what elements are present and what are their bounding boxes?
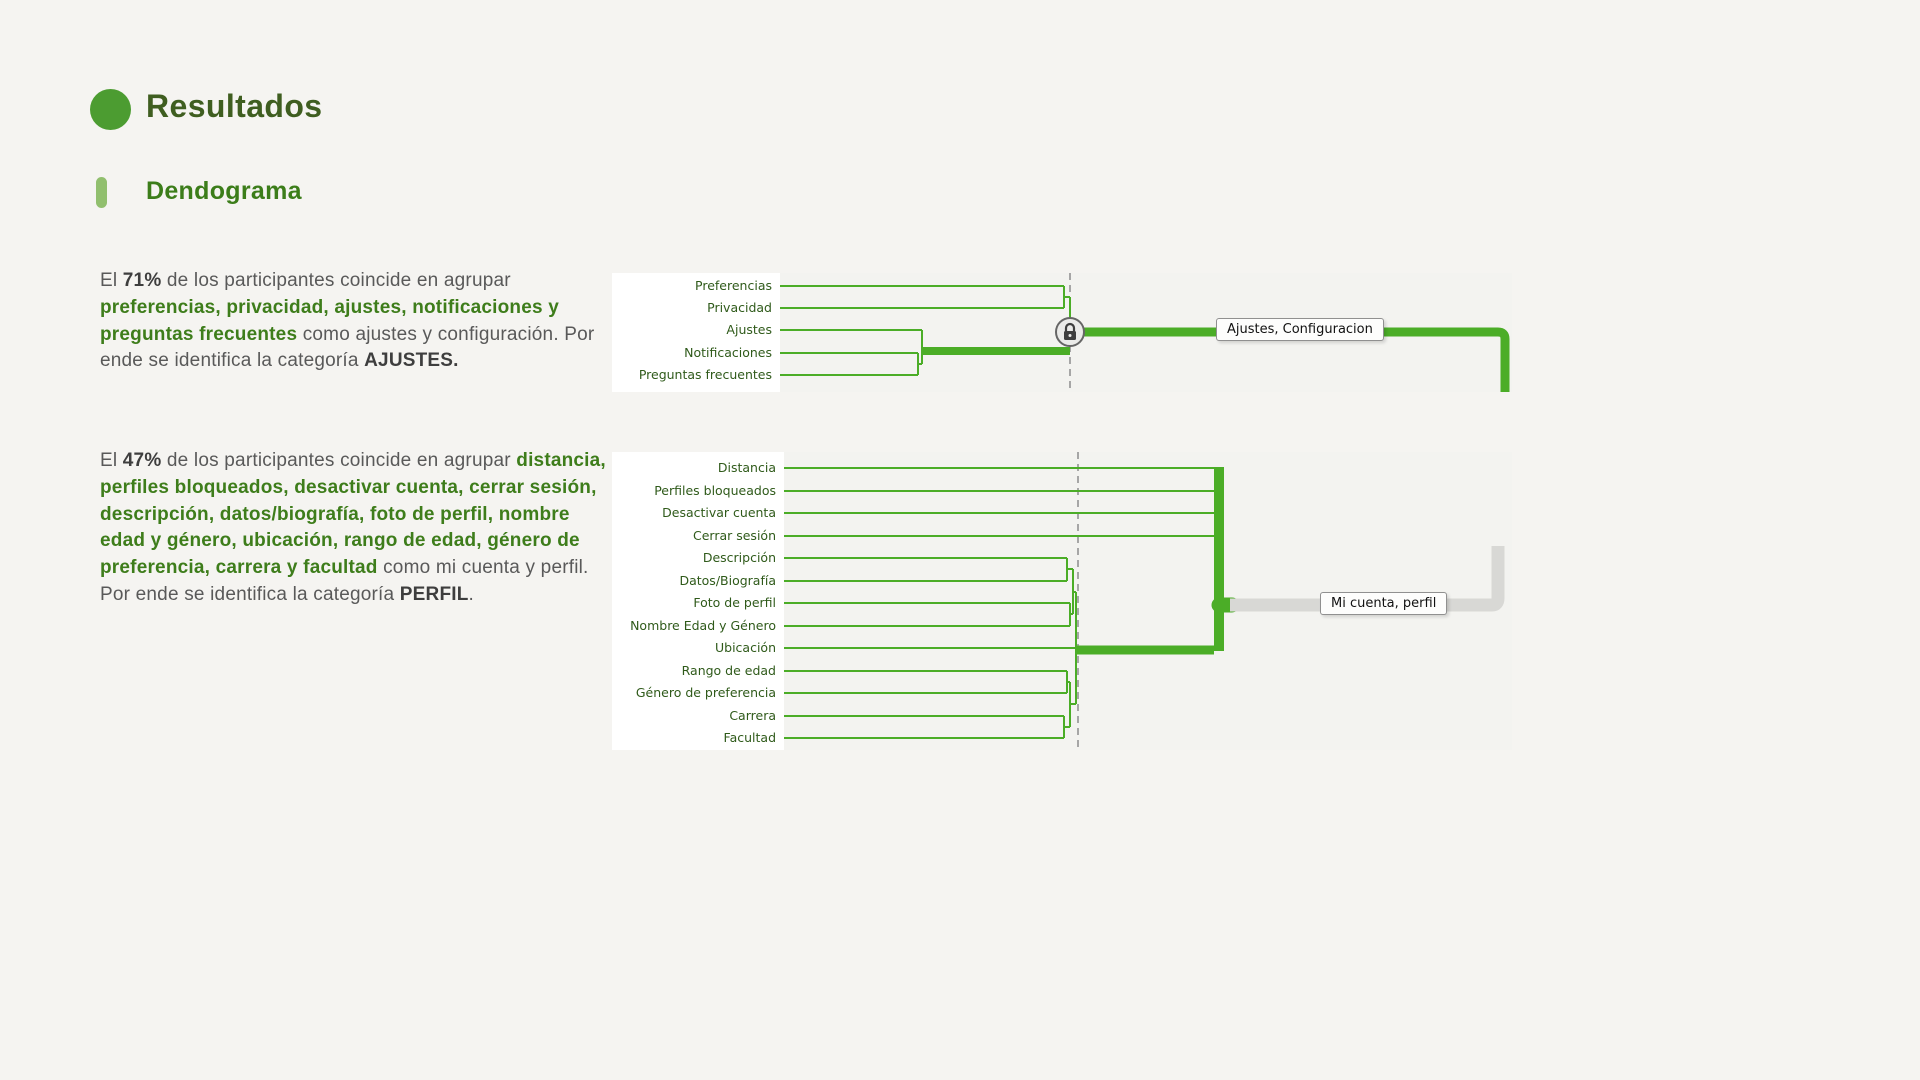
leaf-label: Perfiles bloqueados: [654, 483, 776, 498]
leaf-label: Desactivar cuenta: [662, 505, 776, 520]
page-title: Resultados: [146, 88, 323, 124]
section-bullet-icon: [96, 177, 107, 208]
dendrogram-links: [780, 285, 1071, 376]
text-segment: 71%: [122, 270, 162, 291]
leaf-label: Privacidad: [707, 300, 772, 315]
leaf-label: Ajustes: [726, 322, 772, 337]
text-segment: PERFIL: [399, 583, 469, 605]
paragraph-perfil: El 47% de los participantes coincide en …: [100, 448, 616, 609]
text-segment: distancia, perfiles bloqueados, desactiv…: [100, 450, 606, 579]
leaf-label: Preguntas frecuentes: [639, 367, 772, 382]
leaf-label: Datos/Biografía: [679, 573, 776, 588]
text-segment: AJUSTES.: [364, 350, 459, 372]
leaf-label: Nombre Edad y Género: [630, 618, 776, 633]
dendrogram-ajustes-svg: Preferencias Privacidad Ajustes Notifica…: [612, 273, 1512, 392]
text-segment: El: [100, 270, 123, 291]
text-segment: 47%: [122, 450, 162, 471]
text-segment: como ajustes y configuración. Por ende s…: [100, 323, 595, 372]
dendrogram-perfil: Distancia Perfiles bloqueados Desactivar…: [612, 452, 1512, 750]
lock-icon[interactable]: [1055, 317, 1085, 347]
leaf-label: Género de preferencia: [636, 685, 776, 700]
root-link-gray: [1230, 546, 1505, 612]
text-segment: .: [468, 583, 475, 605]
leaf-label: Preferencias: [695, 278, 772, 293]
leaf-label: Rango de edad: [682, 663, 776, 678]
leaf-label: Ubicación: [715, 640, 776, 655]
leaf-label: Carrera: [729, 708, 776, 723]
label-panel: [612, 273, 780, 392]
text-segment: preferencias, privacidad, ajustes, notif…: [100, 296, 559, 345]
dendrogram-ajustes: Preferencias Privacidad Ajustes Notifica…: [612, 273, 1512, 392]
label-panel: [612, 452, 784, 750]
leaf-label: Distancia: [718, 460, 776, 475]
text-segment: de los participantes coincide en agrupar: [161, 450, 517, 471]
title-bullet-icon: [90, 89, 131, 130]
leaf-label: Notificaciones: [684, 345, 772, 360]
root-link: [1070, 327, 1510, 392]
text-segment: como mi cuenta y perfil. Por ende se ide…: [100, 557, 589, 605]
leaf-label: Descripción: [703, 550, 776, 565]
leaf-label: Foto de perfil: [693, 595, 776, 610]
text-segment: El: [100, 450, 123, 471]
dendrogram-links: [784, 467, 1219, 739]
leaf-label: Cerrar sesión: [693, 528, 776, 543]
paragraph-ajustes: El 71% de los participantes coincide en …: [100, 268, 610, 375]
section-title: Dendograma: [146, 177, 302, 205]
cluster-tooltip: Mi cuenta, perfil: [1320, 592, 1448, 615]
cluster-tooltip: Ajustes, Configuracion: [1216, 318, 1384, 341]
text-segment: de los participantes coincide en agrupar: [161, 270, 511, 291]
leaf-label: Facultad: [724, 730, 776, 745]
